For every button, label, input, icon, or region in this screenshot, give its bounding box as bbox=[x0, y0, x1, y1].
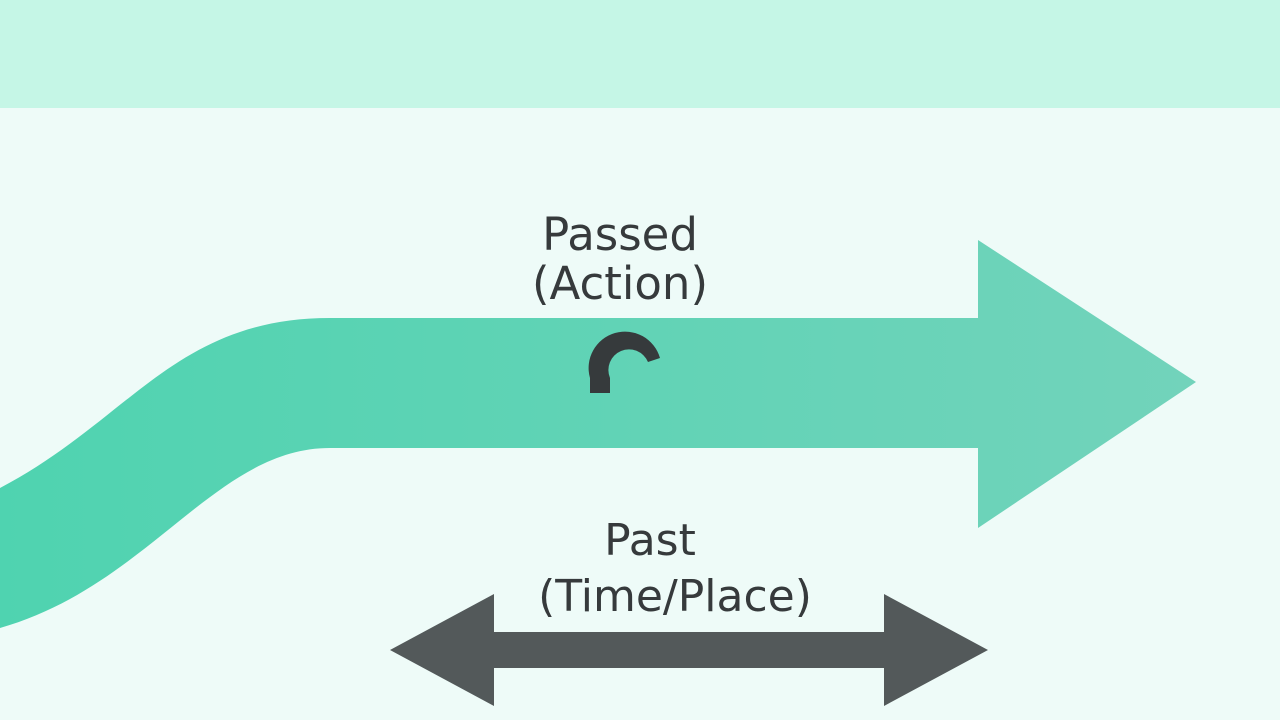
passed-sublabel: (Action) bbox=[531, 257, 709, 310]
passed-action-arrow bbox=[0, 240, 1196, 628]
past-time-place-double-arrow bbox=[390, 594, 988, 706]
arc-marker-icon bbox=[588, 331, 660, 393]
past-sublabel: (Time/Place) bbox=[538, 571, 812, 622]
top-band bbox=[0, 0, 1280, 108]
past-label: Past bbox=[604, 515, 696, 566]
passed-label: Passed bbox=[542, 208, 698, 261]
